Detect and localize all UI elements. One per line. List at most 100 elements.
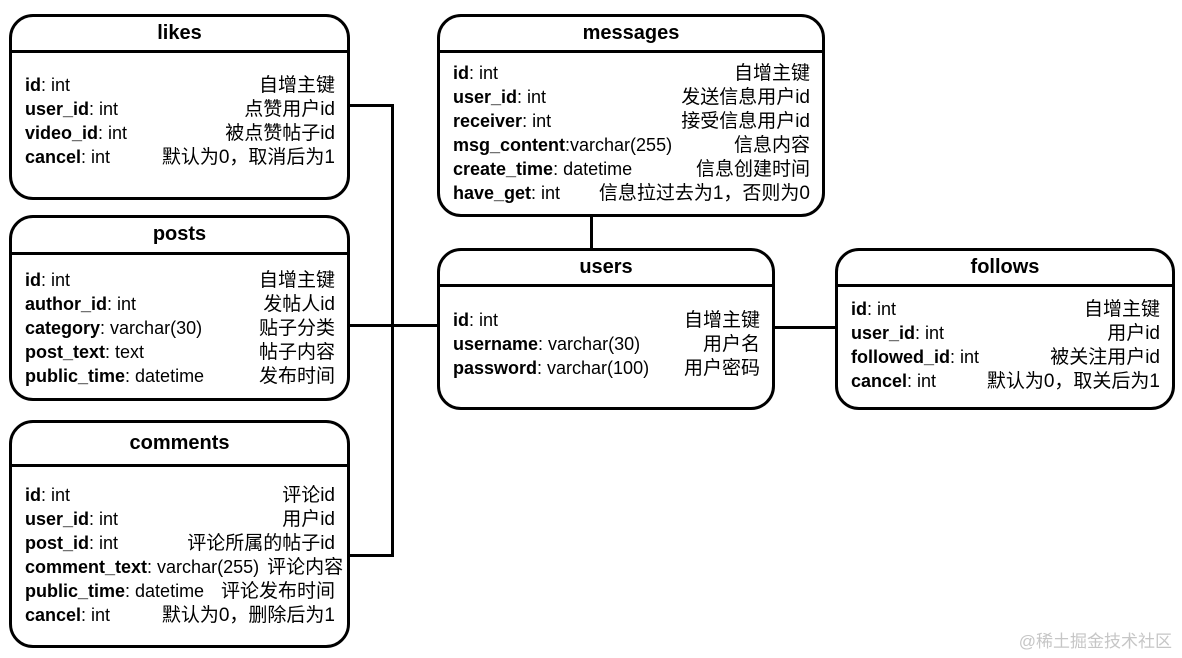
field-description: 信息拉过去为1，否则为0	[598, 183, 810, 204]
field-name-and-type: video_id: int	[25, 123, 128, 143]
field-name: username	[453, 334, 539, 354]
field-row: have_get: int 信息拉过去为1，否则为0	[453, 181, 810, 205]
field-name-and-type: followed_id: int	[851, 347, 980, 367]
field-name: cancel	[851, 371, 908, 391]
field-name-and-type: id: int	[25, 75, 71, 95]
field-name-and-type: post_id: int	[25, 533, 119, 553]
connector-likes-users	[349, 104, 394, 107]
field-description: 发送信息用户id	[681, 87, 810, 108]
field-name-and-type: user_id: int	[453, 87, 547, 107]
field-name: user_id	[453, 87, 518, 107]
field-description: 接受信息用户id	[681, 111, 810, 132]
field-name-and-type: id: int	[453, 63, 499, 83]
field-description: 评论发布时间	[220, 581, 335, 602]
field-name-and-type: id: int	[851, 299, 897, 319]
field-row: cancel: int 默认为0，删除后为1	[25, 603, 335, 627]
field-name-and-type: public_time: datetime	[25, 366, 205, 386]
field-name: public_time	[25, 366, 126, 386]
field-name-and-type: user_id: int	[25, 99, 119, 119]
table-posts-title: posts	[12, 218, 347, 255]
watermark: @稀土掘金技术社区	[1018, 632, 1172, 651]
field-row: public_time: datetime 评论发布时间	[25, 579, 335, 603]
field-row: comment_text: varchar(255) 评论内容	[25, 555, 343, 579]
field-name-and-type: create_time: datetime	[453, 159, 633, 179]
field-name: id	[851, 299, 867, 319]
field-name: msg_content	[453, 135, 566, 155]
field-row: public_time: datetime 发布时间	[25, 364, 335, 388]
field-name: category	[25, 318, 101, 338]
field-description: 默认为0，删除后为1	[161, 605, 335, 626]
field-row: category: varchar(30) 贴子分类	[25, 316, 335, 340]
field-description: 自增主键	[683, 310, 760, 331]
field-name-and-type: id: int	[25, 270, 71, 290]
connector-users-follows	[773, 326, 837, 329]
field-name-and-type: author_id: int	[25, 294, 137, 314]
field-name-and-type: user_id: int	[25, 509, 119, 529]
field-description: 自增主键	[258, 75, 335, 96]
field-name: user_id	[25, 509, 90, 529]
field-name-and-type: cancel: int	[25, 147, 111, 167]
field-name: post_id	[25, 533, 90, 553]
field-description: 被点赞帖子id	[225, 123, 335, 144]
field-description: 用户id	[282, 509, 335, 530]
field-description: 默认为0，取关后为1	[986, 371, 1160, 392]
field-name-and-type: cancel: int	[25, 605, 111, 625]
field-name: id	[25, 270, 41, 290]
field-description: 被关注用户id	[1050, 347, 1160, 368]
field-description: 评论所属的帖子id	[187, 533, 335, 554]
field-description: 评论id	[282, 485, 335, 506]
field-name: video_id	[25, 123, 99, 143]
field-row: id: int 自增主键	[25, 73, 335, 97]
field-name-and-type: post_text: text	[25, 342, 145, 362]
field-name-and-type: comment_text: varchar(255)	[25, 557, 260, 577]
field-description: 点赞用户id	[244, 99, 335, 120]
field-description: 用户密码	[683, 358, 760, 379]
field-description: 用户id	[1107, 323, 1160, 344]
connector-posts-users	[349, 324, 439, 327]
field-name-and-type: user_id: int	[851, 323, 945, 343]
field-name-and-type: msg_content:varchar(255)	[453, 135, 673, 155]
field-row: msg_content:varchar(255)信息内容	[453, 133, 810, 157]
field-name: user_id	[25, 99, 90, 119]
connector-comments-users	[349, 554, 394, 557]
field-row: password: varchar(100)用户密码	[453, 356, 760, 380]
table-likes-fields: id: int 自增主键 user_id: int 点赞用户id video_id: i…	[12, 53, 347, 169]
field-description: 贴子分类	[258, 318, 335, 339]
table-messages-title: messages	[440, 17, 822, 53]
field-name: post_text	[25, 342, 106, 362]
field-row: post_id: int 评论所属的帖子id	[25, 531, 335, 555]
field-name: comment_text	[25, 557, 148, 577]
table-comments-title: comments	[12, 423, 347, 467]
field-row: username: varchar(30)用户名	[453, 332, 760, 356]
field-name-and-type: category: varchar(30)	[25, 318, 203, 338]
table-likes-title: likes	[12, 17, 347, 53]
field-name: password	[453, 358, 538, 378]
field-name-and-type: have_get: int	[453, 183, 561, 203]
table-users-title: users	[440, 251, 772, 287]
field-name-and-type: receiver: int	[453, 111, 552, 131]
field-name-and-type: public_time: datetime	[25, 581, 205, 601]
field-row: user_id: int 点赞用户id	[25, 97, 335, 121]
field-name: followed_id	[851, 347, 950, 367]
field-name: id	[453, 63, 469, 83]
field-description: 评论内容	[267, 557, 344, 578]
table-follows-title: follows	[838, 251, 1172, 287]
field-description: 发布时间	[258, 366, 335, 387]
